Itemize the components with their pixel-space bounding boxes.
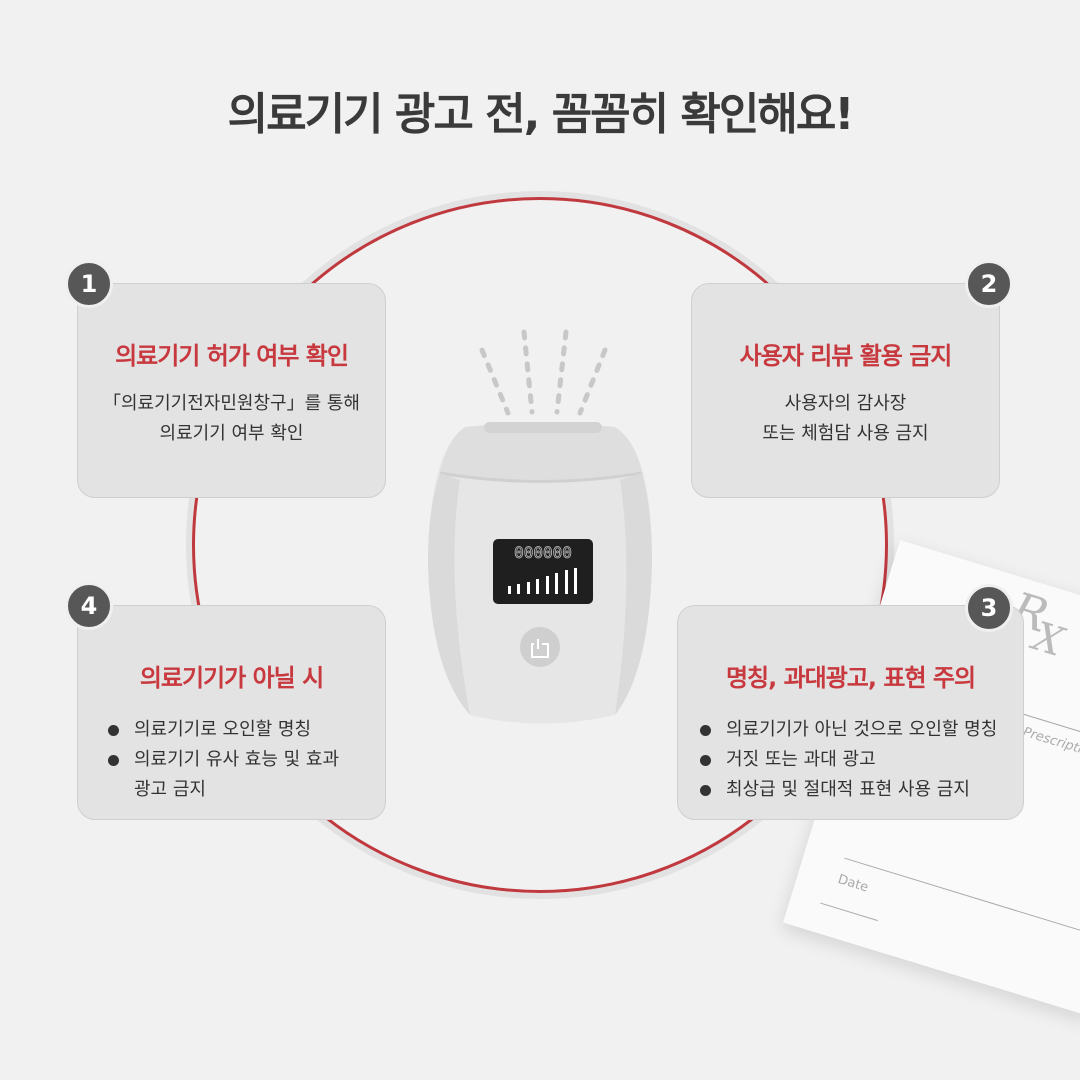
list-item: 의료기기가 아닌 것으로 오인할 명칭: [700, 715, 1023, 745]
card-not-device: 의료기기가 아닐 시 의료기기로 오인할 명칭 의료기기 유사 효능 및 효과 …: [77, 605, 386, 820]
signal-bars-icon: [508, 568, 577, 594]
card-text: 의료기기 여부 확인: [159, 423, 304, 444]
card-title: 사용자 리뷰 활용 금지: [739, 342, 953, 370]
decorative-ring-outer: [186, 191, 894, 899]
step-badge-4: 4: [65, 582, 113, 630]
date-label: Date: [835, 872, 871, 896]
emission-lines-icon: [479, 329, 608, 416]
medical-device-illustration: 000000: [428, 329, 652, 724]
list-item: 의료기기 유사 효능 및 효과 광고 금지: [108, 745, 361, 805]
decorative-ring-red: [192, 197, 888, 893]
card-text: 사용자의 감사장: [784, 393, 907, 414]
card-text: 「의료기기전자민원창구」를 통해: [102, 393, 360, 414]
step-badge-2: 2: [965, 260, 1013, 308]
step-badge-3: 3: [965, 584, 1013, 632]
step-badge-1: 1: [65, 260, 113, 308]
list-item: 최상급 및 절대적 표현 사용 금지: [700, 775, 1023, 805]
list-item: 의료기기로 오인할 명칭: [108, 715, 361, 745]
card-title: 의료기기 허가 여부 확인: [115, 342, 349, 370]
prescription-label: Prescription:: [1021, 724, 1080, 763]
card-naming-caution: 명칭, 과대광고, 표현 주의 의료기기가 아닌 것으로 오인할 명칭 거짓 또…: [677, 605, 1024, 820]
power-button-icon: [520, 627, 560, 667]
svg-text:000000: 000000: [514, 543, 572, 562]
page-title: 의료기기 광고 전, 꼼꼼히 확인해요!: [227, 89, 855, 140]
card-text: 또는 체험담 사용 금지: [762, 423, 929, 444]
list-item: 거짓 또는 과대 광고: [700, 745, 1023, 775]
card-title: 명칭, 과대광고, 표현 주의: [725, 664, 976, 692]
card-title: 의료기기가 아닐 시: [139, 664, 324, 692]
